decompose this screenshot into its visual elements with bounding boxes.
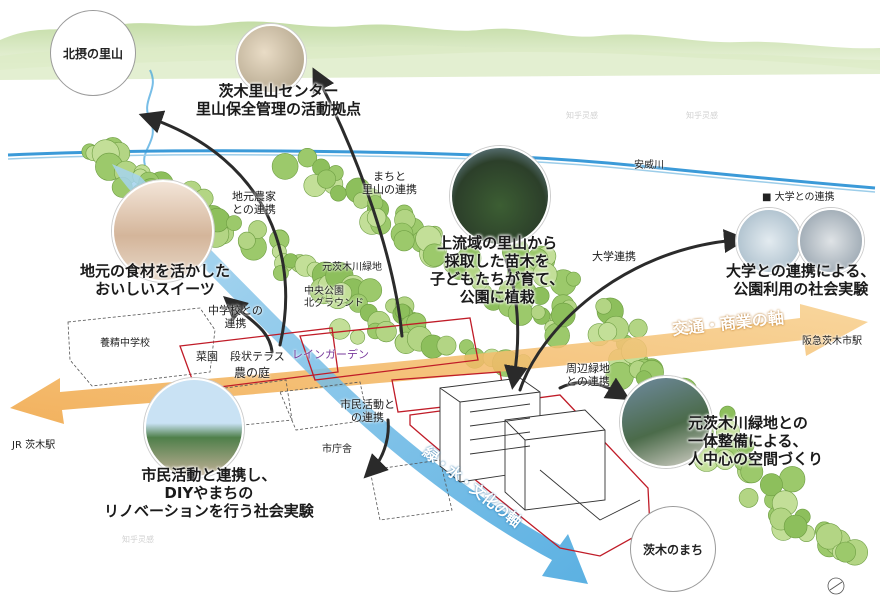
tree-cluster	[237, 231, 256, 250]
tree-cluster	[271, 153, 299, 180]
photo-citizen	[144, 378, 244, 478]
tree-cluster	[835, 541, 857, 563]
tree-cluster	[779, 466, 806, 493]
label-central-park: 中央公園 北グラウンド	[304, 286, 364, 309]
tree-cluster	[471, 274, 488, 291]
tree-cluster	[551, 302, 576, 328]
tree-cluster	[330, 282, 353, 304]
arrow-surrounding	[558, 377, 631, 401]
label-greenway: 元茨木川緑地	[322, 262, 382, 273]
photo-local-food	[112, 180, 214, 282]
area-rain-garden: レインガーデン	[292, 348, 369, 361]
tree-cluster	[760, 473, 783, 497]
tree-cluster	[595, 298, 612, 315]
arrow-to-satoyama-center	[312, 67, 404, 338]
tree-cluster	[628, 318, 648, 338]
photo-satoyama-center	[236, 24, 306, 94]
tree-cluster	[815, 523, 843, 550]
watermark: 知乎灵感	[566, 111, 598, 120]
link-university: 大学連携	[592, 250, 636, 263]
arrow-citizen	[363, 418, 390, 479]
arrow-university	[518, 229, 748, 392]
watermark-3: 知乎灵感	[122, 535, 154, 544]
tree-cluster	[598, 322, 618, 342]
tree-cluster	[422, 243, 447, 267]
tree-cluster	[737, 436, 755, 454]
label-city-hall: 市庁舎	[322, 444, 352, 455]
tree-cluster	[375, 321, 397, 343]
tree-cluster	[393, 230, 415, 252]
tree-cluster	[330, 185, 347, 202]
tree-cluster	[738, 488, 759, 508]
bubble-ibaraki-town: 茨木のまち	[630, 506, 716, 592]
north-arrow-icon	[827, 577, 845, 595]
tree-cluster	[740, 460, 764, 484]
label-river: 安威川	[634, 160, 664, 171]
caption-local-food: 地元の食材を活かした おいしいスイーツ	[80, 262, 231, 298]
link-surrounding: 周辺緑地 との連携	[566, 362, 610, 389]
link-farmers: 地元農家 との連携	[232, 190, 276, 217]
ibaraki-town-label: 茨木のまち	[642, 542, 703, 557]
caption-citizen: 市民活動と連携し、 DIYやまちの リノベーションを行う社会実験	[104, 466, 314, 520]
tree-cluster	[436, 335, 457, 356]
area-farm-garden: 農の庭	[234, 366, 271, 380]
watermark-2: 知乎灵感	[686, 111, 718, 120]
caption-seedlings: 上流域の里山から 採取した苗木を 子どもたちが育て、 公園に植栽	[430, 234, 565, 306]
tree-cluster	[297, 148, 318, 168]
tree-cluster	[783, 514, 808, 539]
tree-cluster	[350, 329, 366, 345]
photo-greenway	[620, 376, 712, 468]
tree-cluster	[530, 305, 546, 320]
caption-university: 大学との連携による、 公園利用の社会実験	[726, 262, 876, 298]
label-hankyu-station: 阪急茨木市駅	[802, 336, 862, 347]
caption-satoyama-center: 茨木里山センター 里山保全管理の活動拠点	[196, 82, 362, 118]
main-building	[439, 377, 641, 521]
link-school: 中学校との 連携	[208, 304, 263, 331]
arrow-farmers	[138, 110, 288, 347]
label-junior-high: 養精中学校	[100, 338, 150, 349]
area-terrace: 段状テラス	[230, 350, 285, 363]
photo-seedlings	[450, 146, 550, 246]
caption-greenway-integration: 元茨木川緑地との 一体整備による、 人中心の空間づくり	[688, 414, 824, 468]
tree-cluster	[329, 318, 351, 340]
photo-university-b	[798, 208, 864, 274]
tree-cluster	[226, 215, 242, 231]
link-citizen: 市民活動と の連携	[340, 398, 395, 425]
hokusetsu-label: 北摂の里山	[62, 46, 123, 61]
arrow-seedlings	[504, 258, 528, 390]
tree-cluster	[566, 271, 581, 287]
tree-cluster	[532, 262, 558, 288]
tree-cluster	[248, 220, 267, 239]
label-jr-station: JR 茨木駅	[12, 440, 56, 451]
caption-university-header: ■ 大学との連携	[762, 192, 835, 203]
bubble-hokusetsu: 北摂の里山	[50, 10, 136, 96]
tree-cluster	[531, 286, 550, 305]
arrow-school	[223, 296, 274, 354]
link-town-satoyama: まちと 里山の連携	[362, 170, 417, 197]
tree-cluster	[316, 169, 336, 189]
area-garden: 菜園	[196, 350, 218, 363]
